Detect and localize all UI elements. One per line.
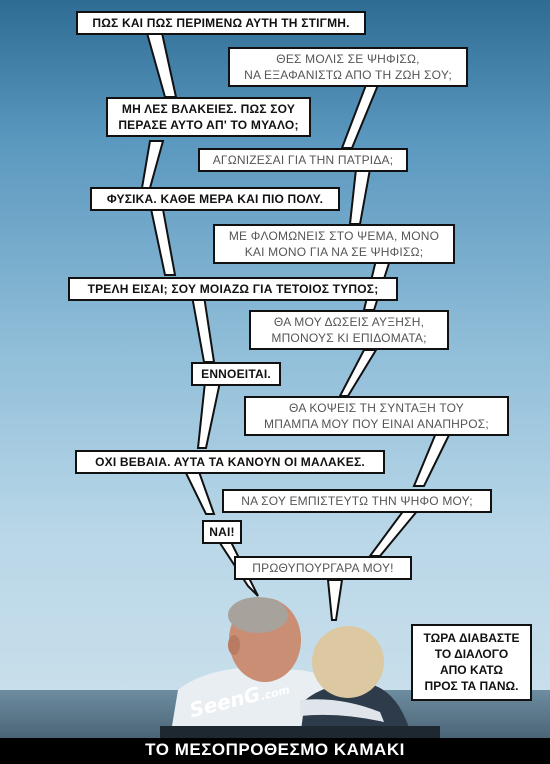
man-bubble-5-line: ΕΝΝΟΕΙΤΑΙ. xyxy=(201,367,271,381)
note-line-4: ΠΡΟΣ ΤΑ ΠΑΝΩ. xyxy=(424,679,519,693)
woman-bubble-7: ΠΡΩΘΥΠΟΥΡΓΑΡΑ ΜΟΥ! xyxy=(234,556,412,580)
tail-woman-7 xyxy=(326,579,344,621)
man-bubble-6-line: ΟΧΙ ΒΕΒΑΙΑ. ΑΥΤΑ ΤΑ ΚΑΝΟΥΝ ΟΙ ΜΑΛΑΚΕΣ. xyxy=(95,455,365,469)
tail-man-1 xyxy=(145,32,178,98)
tail-woman-4 xyxy=(338,349,378,397)
woman-bubble-2: ΑΓΩΝΙΖΕΣΑΙ ΓΙΑ ΤΗΝ ΠΑΤΡΙΔΑ; xyxy=(198,148,408,172)
note-line-2: ΤΟ ΔΙΑΛΟΓΟ xyxy=(434,647,509,661)
woman-bubble-3-line-2: ΚΑΙ ΜΟΝΟ ΓΙΑ ΝΑ ΣΕ ΨΗΦΙΣΩ; xyxy=(244,245,424,259)
note-line-3: ΑΠΟ ΚΑΤΩ xyxy=(439,663,504,677)
woman-bubble-5: ΘΑ ΚΟΨΕΙΣ ΤΗ ΣΥΝΤΑΞΗ ΤΟΥ ΜΠΑΜΠΑ ΜΟΥ ΠΟΥ … xyxy=(244,396,509,436)
woman-bubble-4-line-2: ΜΠΟΝΟΥΣ ΚΙ ΕΠΙΔΟΜΑΤΑ; xyxy=(271,331,427,345)
man-bubble-7: ΝΑΙ! xyxy=(202,520,242,544)
woman-bubble-3-line-1: ΜΕ ΦΛΟΜΩΝΕΙΣ ΣΤΟ ΨΕΜΑ, ΜΟΝΟ xyxy=(228,229,440,243)
woman-head xyxy=(312,626,384,698)
tail-woman-2 xyxy=(348,168,372,225)
man-bubble-4-line: ΤΡΕΛΗ ΕΙΣΑΙ; ΣΟΥ ΜΟΙΑΖΩ ΓΙΑ ΤΕΤΟΙΟΣ ΤΥΠΟ… xyxy=(87,282,379,296)
woman-bubble-4-line-1: ΘΑ ΜΟΥ ΔΩΣΕΙΣ ΑΥΞΗΣΗ, xyxy=(273,315,425,329)
caption-title: ΤΟ ΜΕΣΟΠΡΟΘΕΣΜΟ ΚΑΜΑΚΙ xyxy=(0,738,550,764)
man-bubble-1-line: ΠΩΣ ΚΑΙ ΠΩΣ ΠΕΡΙΜΕΝΩ ΑΥΤΗ ΤΗ ΣΤΙΓΜΗ. xyxy=(92,16,350,30)
man-bubble-5: ΕΝΝΟΕΙΤΑΙ. xyxy=(191,362,281,386)
reading-instruction-note: ΤΩΡΑ ΔΙΑΒΑΣΤΕ ΤΟ ΔΙΑΛΟΓΟ ΑΠΟ ΚΑΤΩ ΠΡΟΣ Τ… xyxy=(411,624,532,701)
man-bubble-3-line: ΦΥΣΙΚΑ. ΚΑΘΕ ΜΕΡΑ ΚΑΙ ΠΙΟ ΠΟΛΥ. xyxy=(106,192,324,206)
tail-woman-5 xyxy=(412,432,452,487)
woman-bubble-3: ΜΕ ΦΛΟΜΩΝΕΙΣ ΣΤΟ ΨΕΜΑ, ΜΟΝΟ ΚΑΙ ΜΟΝΟ ΓΙΑ… xyxy=(213,224,455,264)
man-bubble-2: ΜΗ ΛΕΣ ΒΛΑΚΕΙΕΣ. ΠΩΣ ΣΟΥ ΠΕΡΑΣΕ ΑΥΤΟ ΑΠ'… xyxy=(106,97,311,137)
man-bubble-7-line: ΝΑΙ! xyxy=(209,525,235,539)
man-bubble-3: ΦΥΣΙΚΑ. ΚΑΘΕ ΜΕΡΑ ΚΑΙ ΠΙΟ ΠΟΛΥ. xyxy=(90,187,340,211)
tail-man-4 xyxy=(190,295,216,363)
woman-bubble-2-line: ΑΓΩΝΙΖΕΣΑΙ ΓΙΑ ΤΗΝ ΠΑΤΡΙΔΑ; xyxy=(212,153,394,167)
man-bubble-4: ΤΡΕΛΗ ΕΙΣΑΙ; ΣΟΥ ΜΟΙΑΖΩ ΓΙΑ ΤΕΤΟΙΟΣ ΤΥΠΟ… xyxy=(68,277,398,301)
tail-man-5 xyxy=(196,381,222,449)
man-bubble-2-line-1: ΜΗ ΛΕΣ ΒΛΑΚΕΙΕΣ. ΠΩΣ ΣΟΥ xyxy=(121,102,296,116)
tail-man-3 xyxy=(148,203,177,276)
woman-bubble-6-line: ΝΑ ΣΟΥ ΕΜΠΙΣΤΕΥΤΩ ΤΗΝ ΨΗΦΟ ΜΟΥ; xyxy=(241,494,473,508)
woman-bubble-7-line: ΠΡΩΘΥΠΟΥΡΓΑΡΑ ΜΟΥ! xyxy=(252,561,394,575)
man-bubble-6: ΟΧΙ ΒΕΒΑΙΑ. ΑΥΤΑ ΤΑ ΚΑΝΟΥΝ ΟΙ ΜΑΛΑΚΕΣ. xyxy=(75,450,385,474)
man-bubble-2-line-2: ΠΕΡΑΣΕ ΑΥΤΟ ΑΠ' ΤΟ ΜΥΑΛΟ; xyxy=(118,118,299,132)
woman-bubble-5-line-1: ΘΑ ΚΟΨΕΙΣ ΤΗ ΣΥΝΤΑΞΗ ΤΟΥ xyxy=(289,401,464,415)
woman-bubble-1: ΘΕΣ ΜΟΛΙΣ ΣΕ ΨΗΦΙΣΩ, ΝΑ ΕΞΑΦΑΝΙΣΤΩ ΑΠΟ Τ… xyxy=(228,47,468,87)
woman-bubble-5-line-2: ΜΠΑΜΠΑ ΜΟΥ ΠΟΥ ΕΙΝΑΙ ΑΝΑΠΗΡΟΣ; xyxy=(264,417,489,431)
tail-man-6 xyxy=(182,468,216,515)
tail-woman-6 xyxy=(368,509,421,557)
man-bubble-1: ΠΩΣ ΚΑΙ ΠΩΣ ΠΕΡΙΜΕΝΩ ΑΥΤΗ ΤΗ ΣΤΙΓΜΗ. xyxy=(76,11,366,35)
woman-bubble-6: ΝΑ ΣΟΥ ΕΜΠΙΣΤΕΥΤΩ ΤΗΝ ΨΗΦΟ ΜΟΥ; xyxy=(222,489,492,513)
woman-bubble-4: ΘΑ ΜΟΥ ΔΩΣΕΙΣ ΑΥΞΗΣΗ, ΜΠΟΝΟΥΣ ΚΙ ΕΠΙΔΟΜΑ… xyxy=(249,310,449,350)
woman-bubble-1-line-2: ΝΑ ΕΞΑΦΑΝΙΣΤΩ ΑΠΟ ΤΗ ΖΩΗ ΣΟΥ; xyxy=(244,68,452,82)
woman-bubble-1-line-1: ΘΕΣ ΜΟΛΙΣ ΣΕ ΨΗΦΙΣΩ, xyxy=(276,52,420,66)
note-line-1: ΤΩΡΑ ΔΙΑΒΑΣΤΕ xyxy=(423,631,520,645)
tail-man-2 xyxy=(140,140,165,189)
tail-woman-1 xyxy=(340,84,380,149)
